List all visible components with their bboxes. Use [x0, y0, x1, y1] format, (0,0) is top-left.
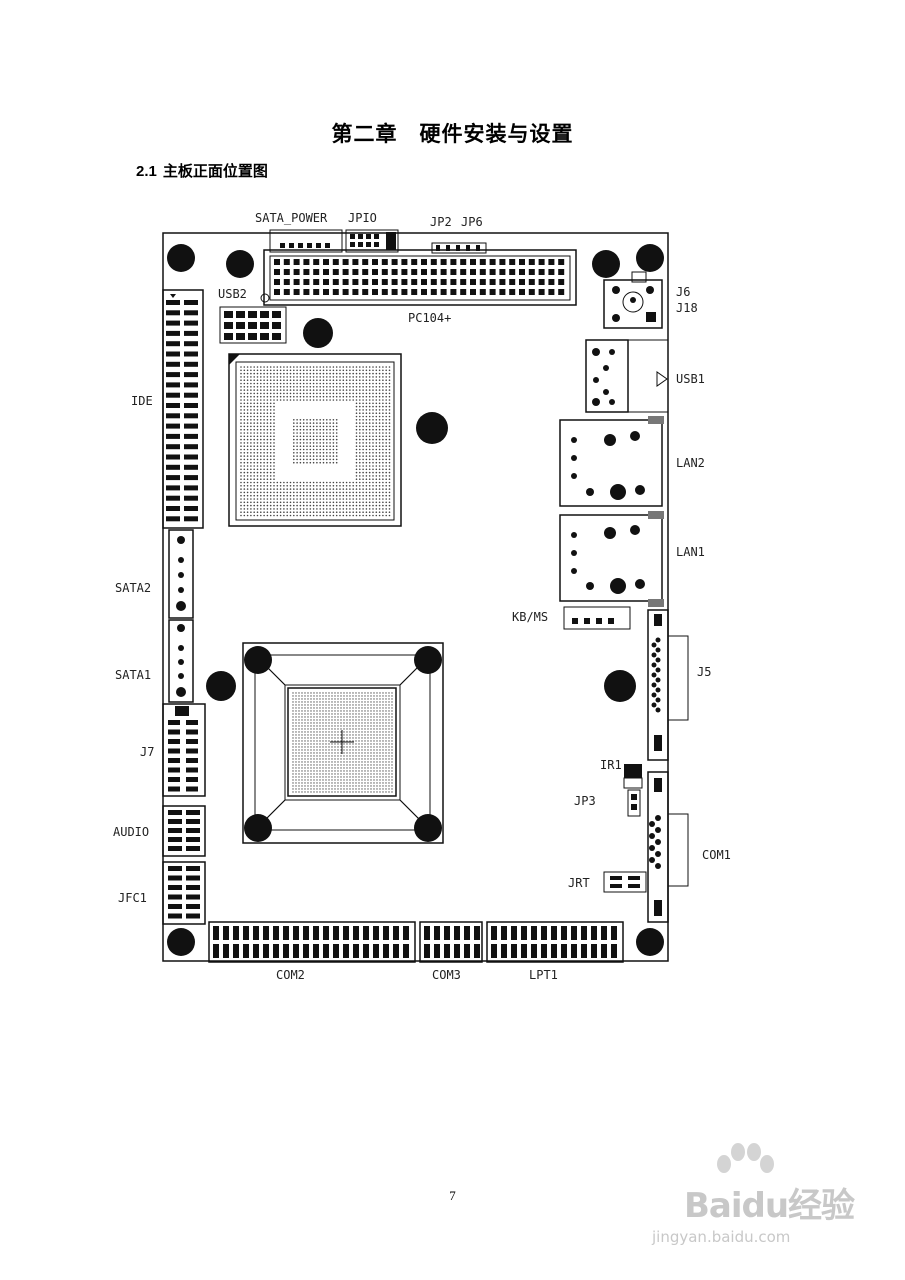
ide-connector: [162, 289, 204, 529]
jp2-jp6-jumpers: [431, 242, 487, 254]
mounting-holes: [167, 244, 664, 956]
pc104-connector: [263, 249, 577, 306]
cpu-chip: [228, 353, 402, 527]
jp3-jumper: [627, 789, 641, 817]
kbms-header: [563, 606, 631, 630]
section-title: 主板正面位置图: [162, 162, 268, 180]
ir1-header: [624, 764, 642, 778]
label-sata1: SATA1: [115, 668, 151, 682]
label-jfc1: JFC1: [118, 891, 147, 905]
lan2-connector: [559, 416, 664, 507]
j6-j18-connector: [603, 271, 663, 329]
section-heading: 2.1 主板正面位置图: [136, 160, 268, 181]
label-usb2: USB2: [218, 287, 247, 301]
j5-vga-connector: [647, 609, 689, 761]
label-sata2: SATA2: [115, 581, 151, 595]
sata-power-header: [269, 229, 343, 253]
usb1-connector: [585, 339, 669, 413]
com1-connector: [647, 771, 689, 923]
section-number: 2.1: [136, 163, 157, 180]
label-jp2: JP2: [430, 215, 452, 229]
lpt1-header: [486, 921, 624, 963]
label-j7: J7: [140, 745, 154, 759]
jfc1-header: [162, 861, 206, 925]
jrt-header: [603, 871, 647, 893]
label-ir1: IR1: [600, 758, 622, 772]
label-kbms: KB/MS: [512, 610, 548, 624]
page-number: 7: [449, 1188, 456, 1203]
label-jp6: JP6: [461, 215, 483, 229]
label-j5: J5: [697, 665, 711, 679]
label-sata-power: SATA_POWER: [255, 211, 328, 225]
chipset-heatsink: [242, 642, 444, 844]
label-lpt1: LPT1: [529, 968, 558, 982]
chapter-title: 第二章 硬件安装与设置: [331, 121, 574, 146]
com2-header: [208, 921, 416, 963]
watermark-url: jingyan.baidu.com: [652, 1228, 791, 1246]
label-lan2: LAN2: [676, 456, 705, 470]
label-jpio: JPIO: [348, 211, 377, 225]
label-audio: AUDIO: [113, 825, 149, 839]
com3-header: [419, 921, 483, 963]
j7-header: [162, 703, 206, 797]
label-com3: COM3: [432, 968, 461, 982]
jpio-header: [345, 229, 399, 253]
board-outline: [162, 232, 669, 962]
audio-header: [162, 805, 206, 857]
lan1-connector: [559, 511, 664, 607]
label-jrt: JRT: [568, 876, 590, 890]
label-ide: IDE: [131, 394, 153, 408]
label-jp3: JP3: [574, 794, 596, 808]
label-lan1: LAN1: [676, 545, 705, 559]
label-pc104: PC104+: [408, 311, 451, 325]
label-com2: COM2: [276, 968, 305, 982]
sata2-connector: [168, 529, 194, 619]
watermark-logo: Baidu经验: [684, 1186, 855, 1226]
label-usb1: USB1: [676, 372, 705, 386]
baidu-watermark: Baidu经验 jingyan.baidu.com: [640, 1140, 870, 1250]
usb2-header: [219, 306, 287, 344]
label-j6: J6: [676, 285, 690, 299]
sata1-connector: [168, 619, 194, 703]
label-j18: J18: [676, 301, 698, 315]
paw-icon: [717, 1143, 774, 1173]
label-com1: COM1: [702, 848, 731, 862]
